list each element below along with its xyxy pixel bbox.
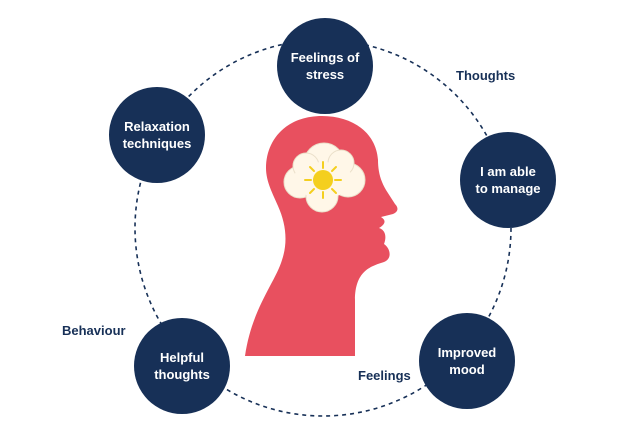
sun-icon: [304, 161, 342, 199]
label-feelings: Feelings: [358, 368, 411, 383]
node-feelings-of-stress: Feelings of stress: [277, 18, 373, 114]
label-thoughts: Thoughts: [456, 68, 516, 83]
node-label-manage: I am able to manage: [475, 164, 541, 196]
node-improved-mood: Improved mood: [419, 313, 515, 409]
node-label-mood: Improved mood: [437, 345, 497, 377]
node-able-to-manage: I am able to manage: [460, 132, 556, 228]
node-label-helpful: Helpful thoughts: [154, 350, 210, 382]
node-label-stress: Feelings of stress: [290, 50, 360, 82]
node-relaxation-techniques: Relaxation techniques: [109, 87, 205, 183]
node-helpful-thoughts: Helpful thoughts: [134, 318, 230, 414]
node-label-relaxation: Relaxation techniques: [122, 119, 192, 151]
cycle-ring: [134, 39, 512, 417]
label-behaviour: Behaviour: [62, 323, 126, 338]
